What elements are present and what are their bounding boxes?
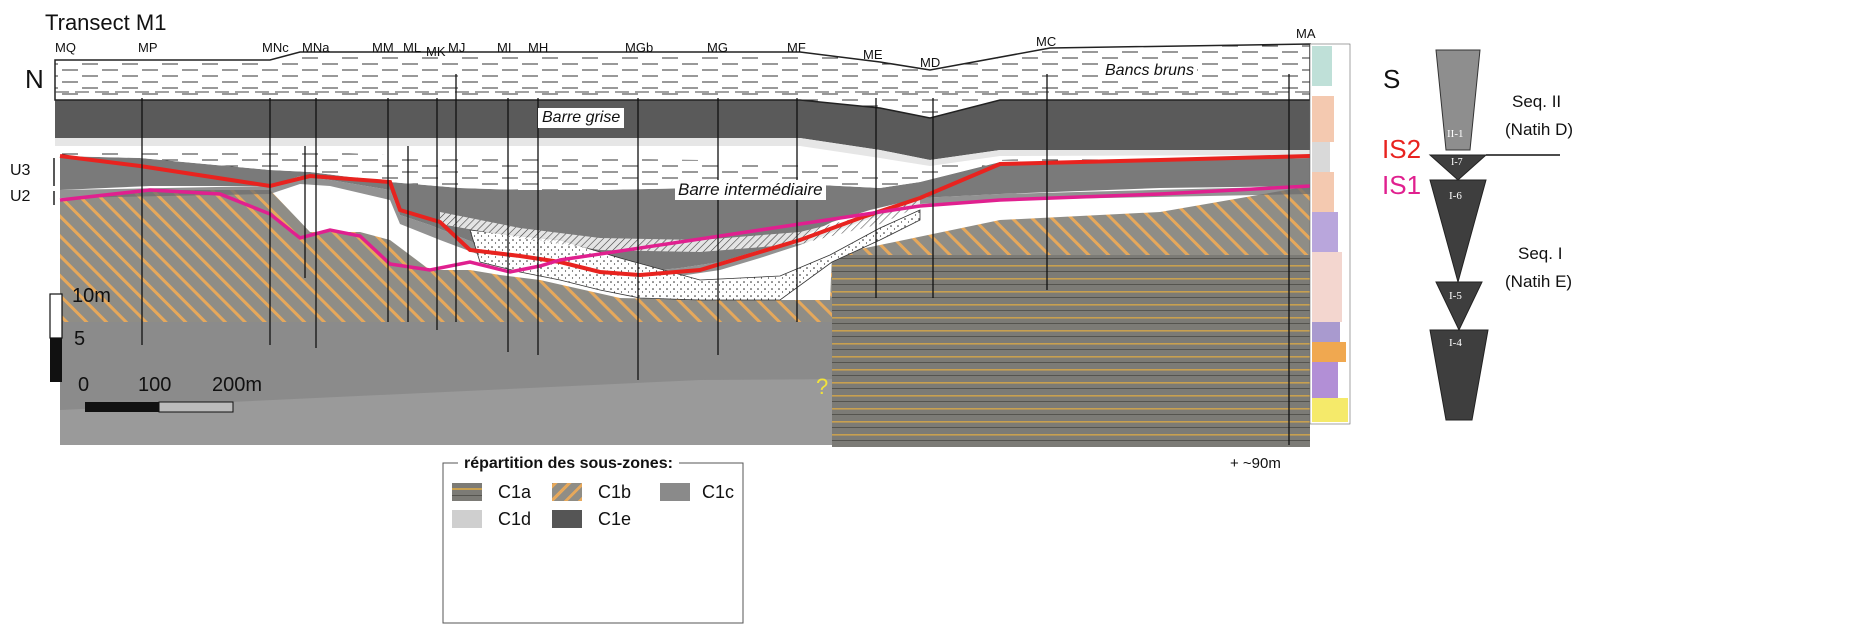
legend-label-c1a: C1a	[498, 482, 532, 502]
legend-swatch-c1a	[452, 483, 482, 501]
depth-note: + ~90m	[1230, 455, 1281, 472]
well-label-mf: MF	[787, 40, 806, 55]
well-label-mg: MG	[707, 40, 728, 55]
bancs-bruns-layer	[54, 43, 1311, 119]
triangle-label-i-5: I-5	[1449, 290, 1462, 302]
vertical-scale-top-label: 10m	[72, 285, 111, 307]
c1d-strip	[55, 138, 1310, 166]
surface-label-is2: IS2	[1382, 134, 1422, 164]
legend-label-c1b: C1b	[598, 482, 632, 502]
legend-title: répartition des sous-zones:	[458, 455, 679, 473]
legend-swatch-c1d	[452, 510, 482, 528]
is2-surface-line	[59, 154, 1311, 278]
well-label-md: MD	[920, 55, 941, 70]
c1c-lower-wedge	[60, 378, 1000, 445]
well-label-ml: ML	[403, 40, 422, 55]
horizontal-scale-mid-label: 100	[138, 374, 172, 396]
legend-swatch-c1b	[552, 483, 582, 501]
legend-swatch-c1e	[552, 510, 582, 528]
u3-band	[60, 156, 1310, 272]
well-label-mp: MP	[138, 40, 158, 55]
seq1-label-line1: Seq. I	[1518, 244, 1563, 263]
diagram-title: Transect M1	[45, 10, 167, 35]
well-label-mnc: MNc	[262, 40, 289, 55]
horizontal-scale-zero-label: 0	[78, 374, 90, 396]
unit-label-u2: U2	[10, 188, 31, 205]
question-mark: ?	[816, 374, 829, 399]
seq2-label-line1: Seq. II	[1512, 92, 1562, 111]
barre-intermediaire-layer	[60, 152, 1310, 190]
sequence-triangles	[1428, 49, 1489, 421]
well-label-me: ME	[863, 47, 883, 62]
well-label-mc: MC	[1036, 34, 1057, 49]
well-lines	[141, 74, 1290, 445]
surface-label-is1: IS1	[1382, 170, 1422, 200]
channel-fill-dotted	[469, 209, 921, 301]
bed-label-bancs-bruns: Bancs bruns	[1102, 62, 1197, 80]
well-label-ma: MA	[1296, 26, 1316, 41]
legend-label-c1d: C1d	[498, 509, 532, 529]
triangle-label-i-4: I-4	[1449, 337, 1462, 349]
seq1-label-line2: (Natih E)	[1505, 272, 1573, 291]
horizontal-scale-end-label: 200m	[212, 374, 263, 396]
well-label-mq: MQ	[55, 40, 76, 55]
triangle-label-ii-1: II-1	[1447, 128, 1464, 140]
well-label-mgb: MGb	[625, 40, 654, 55]
south-label: S	[1383, 64, 1401, 94]
log-column	[1309, 43, 1351, 425]
north-label: N	[25, 64, 44, 94]
horizontal-scale-bar	[85, 401, 234, 413]
legend-label-c1c: C1c	[702, 482, 735, 502]
legend-label-c1e: C1e	[598, 509, 632, 529]
is1-surface-line	[59, 184, 1311, 274]
bed-label-barre-grise: Barre grise	[538, 108, 625, 128]
vertical-scale-bar	[49, 293, 63, 382]
bed-label-barre-intermediaire: Barre intermédiaire	[675, 180, 826, 200]
well-label-mk: MK	[426, 44, 446, 59]
seq2-label-line2: (Natih D)	[1505, 120, 1574, 139]
well-label-mm: MM	[372, 40, 394, 55]
well-label-mna: MNa	[302, 40, 330, 55]
well-label-mi: MI	[497, 40, 512, 55]
unit-label-u3: U3	[10, 162, 31, 179]
triangle-label-i-7: I-7	[1451, 157, 1463, 168]
c1a-block	[832, 255, 1310, 447]
well-label-mh: MH	[528, 40, 549, 55]
vertical-scale-mid-label: 5	[74, 328, 86, 350]
legend-box	[442, 462, 744, 624]
well-label-mj: MJ	[448, 40, 466, 55]
barre-grise-layer	[55, 100, 1310, 160]
legend-swatch-c1c	[660, 483, 690, 501]
c1b-main-body	[60, 186, 1310, 322]
triangle-label-i-6: I-6	[1449, 190, 1462, 202]
